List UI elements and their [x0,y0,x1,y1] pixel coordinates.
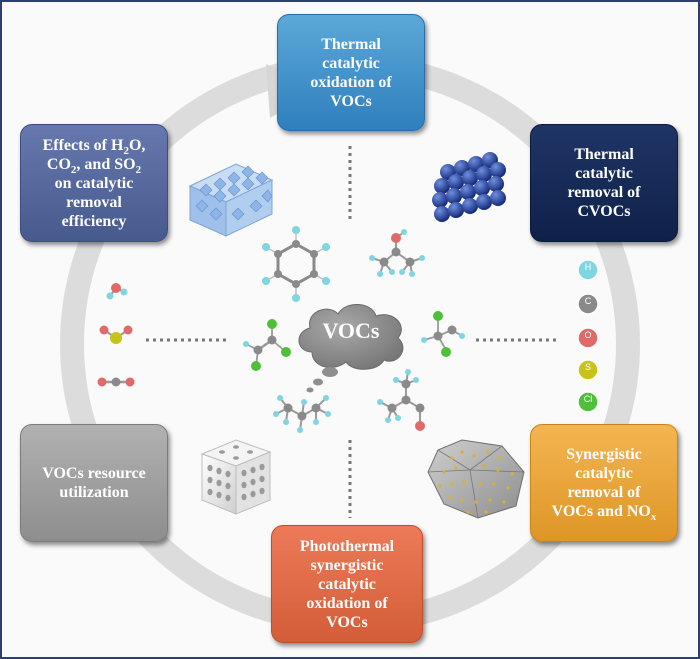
box-line: utilization [59,484,129,501]
box-line: removal of [567,184,641,201]
octahedral-crystal [188,163,274,237]
porous-cube [200,439,272,515]
box-line: removal of [567,484,641,501]
molecule-benzene [262,226,330,302]
box-line: catalytic [575,165,633,182]
box-line: oxidation of [310,73,392,91]
atom-label-o: O [584,330,592,340]
box-synergistic-removal-vocs-nox: Synergistic catalytic removal of VOCs an… [530,424,678,542]
box-line: catalytic [318,575,376,593]
box-effects-h2o-co2-so2: Effects of H2O, CO2, and SO2 on catalyti… [20,124,168,242]
atom-ball-o [577,327,599,349]
box-line: Photothermal [299,537,395,555]
vocs-cloud [298,304,404,393]
molecule-co2 [97,377,135,387]
box-line: CVOCs [577,203,631,220]
atom-ball-c [577,293,599,315]
atom-label-h: H [584,262,592,272]
box-line: oxidation of [306,594,388,612]
box-line: removal [66,193,122,211]
atom-label-cl: Cl [583,394,593,404]
molecule-h2o [106,283,128,300]
box-line: synergistic [310,556,384,574]
box-thermal-catalytic-removal-cvocs: Thermal catalytic removal of CVOCs [530,124,678,242]
vocs-center-label: VOCs [322,318,380,343]
box-line: catalytic [575,465,633,482]
atom-label-s: S [584,362,591,372]
box-line: Thermal [321,35,381,53]
box-line: efficiency [61,212,127,230]
box-line-co2-so2: CO2, and SO2 [46,155,142,176]
box-line: Synergistic [566,446,642,463]
box-thermal-catalytic-oxidation-vocs: Thermal catalytic oxidation of VOCs [277,14,425,131]
box-line: VOCs [330,92,372,110]
atom-label-c: C [584,296,592,306]
box-photothermal-synergistic-oxidation: Photothermal synergistic catalytic oxida… [271,525,423,643]
nanoparticle [427,439,525,519]
box-line: Thermal [574,146,634,163]
molecule-alcohol [369,229,425,277]
molecule-alkane [273,395,331,433]
box-line: catalytic [322,54,380,72]
molecule-so2 [99,325,133,344]
dotted-connectors [146,146,558,518]
molecule-ketone [377,369,425,431]
box-line-nox: VOCs and NOx [551,503,657,524]
atom-ball-s [577,359,599,381]
atom-ball-h [577,259,599,281]
box-line: VOCs resource [42,465,146,482]
sphere-lattice [432,152,506,222]
atom-legend [577,259,599,413]
molecule-tce [243,319,291,371]
box-line: VOCs [326,613,368,631]
atom-ball-cl [577,391,599,413]
box-line: on catalytic [54,174,134,192]
molecule-chloro [421,311,465,357]
box-vocs-resource-utilization: VOCs resource utilization [20,424,168,542]
box-line-h2o: Effects of H2O, [42,136,146,157]
